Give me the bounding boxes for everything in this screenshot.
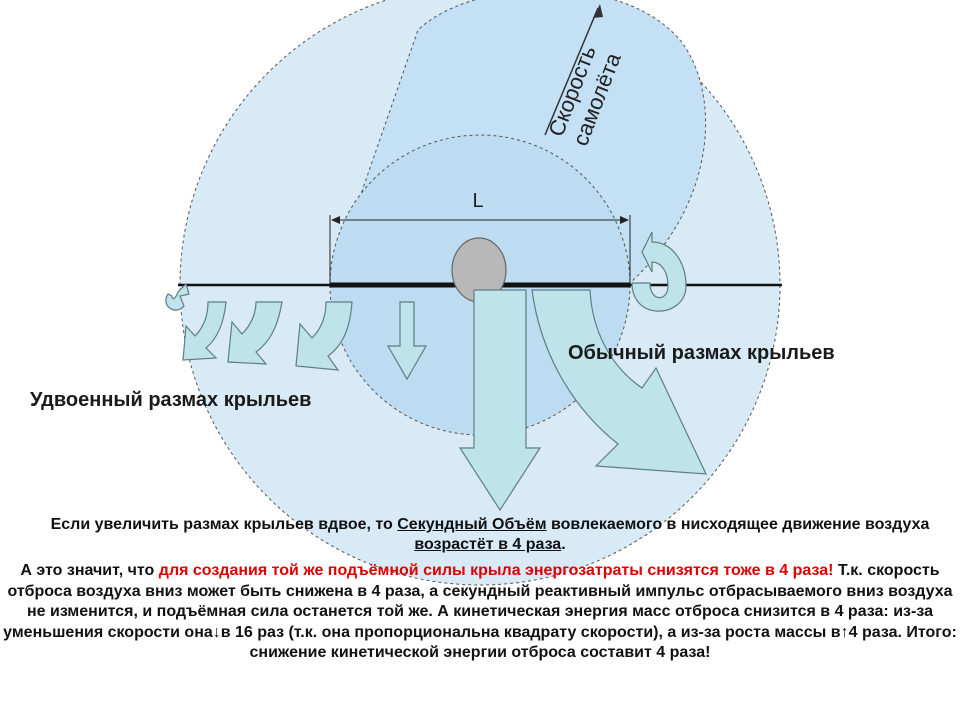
- left-wingtip-vortex-arrow: [165, 282, 190, 311]
- downwash-arrow-center-large: [458, 289, 542, 512]
- paragraph2-text-2: Т.к. скорость отброса воздуха вниз может…: [3, 562, 953, 641]
- paragraph2-text-3: в 16 раз (т.к. она пропорциональна квадр…: [220, 623, 841, 641]
- downwash-arrow-center-small: [386, 301, 428, 381]
- doubled-span-caption: Удвоенный размах крыльев: [30, 389, 312, 411]
- speed-vector-arrowhead: [593, 4, 603, 18]
- explanation-paragraph-2: А это значит, что для создания той же по…: [0, 561, 960, 664]
- length-label: L: [472, 190, 483, 212]
- normal-span-caption: Обычный размах крыльев: [568, 342, 835, 364]
- paragraph2-text-4: 4 раза. Итого: снижение кинетической эне…: [249, 623, 957, 662]
- length-arrowhead-left: [331, 216, 340, 224]
- paragraph1-underlined-1: Секундный Объём: [397, 516, 547, 533]
- paragraph2-text-1: А это значит, что: [20, 562, 159, 579]
- paragraph2-highlight-red: для создания той же подъёмной силы крыла…: [158, 562, 834, 579]
- downwash-arrow-left-3: [295, 301, 353, 371]
- downwash-arrow-right-large: [531, 289, 707, 475]
- up-arrow-glyph: ↑: [840, 623, 849, 641]
- speed-vector-line: [544, 7, 599, 136]
- explanation-paragraph-1: Если увеличить размах крыльев вдвое, то …: [40, 515, 940, 555]
- downwash-arrow-left-1: [182, 301, 227, 361]
- paragraph1-text-1: Если увеличить размах крыльев вдвое, то: [50, 516, 398, 533]
- paragraph1-text-2: вовлекаемого в нисходящее движение возду…: [546, 516, 930, 533]
- length-arrowhead-right: [620, 216, 629, 224]
- paragraph1-text-3: .: [561, 536, 566, 553]
- right-wingtip-vortex-arrow: [631, 231, 687, 312]
- downwash-arrow-left-2: [227, 301, 283, 365]
- paragraph1-underlined-2: возрастёт в 4 раза: [414, 536, 562, 553]
- down-arrow-glyph: ↓: [212, 623, 221, 641]
